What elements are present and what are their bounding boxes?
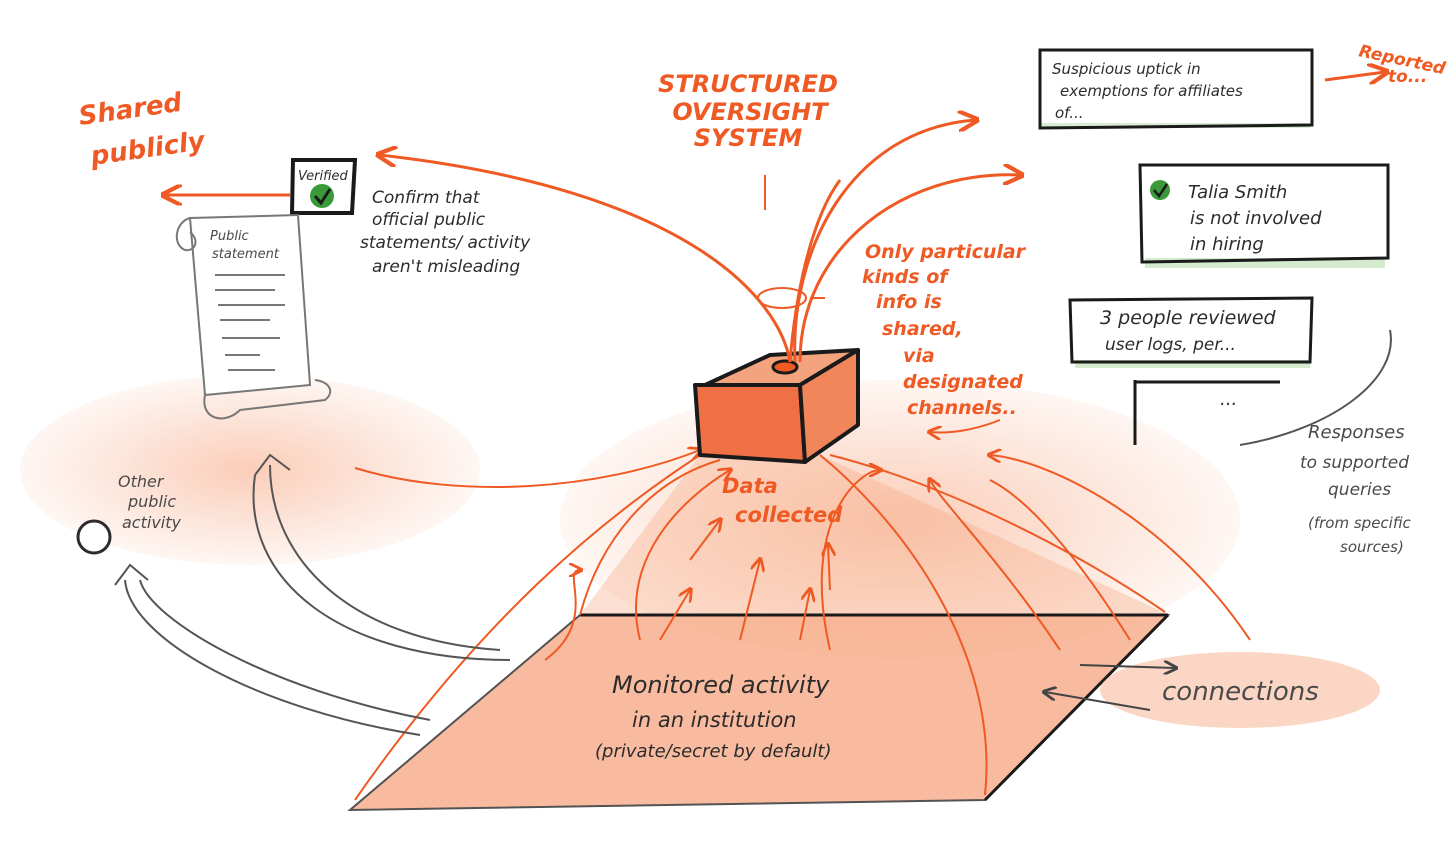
card2-line-1: Talia Smith: [1188, 182, 1287, 203]
checkmark-icon: [310, 184, 334, 208]
connections: connections: [1045, 652, 1380, 728]
collection-lines: [354, 450, 1251, 801]
confirm-line-3: statements/ activity: [360, 233, 531, 253]
title-line-3: SYSTEM: [694, 124, 803, 152]
response-card-3: 3 people reviewed user logs, per...: [1068, 296, 1314, 368]
circle-icon: [76, 519, 112, 555]
statement-line-1: Public: [210, 229, 249, 244]
responses-line-2: to supported: [1300, 453, 1409, 473]
institution-line-3: (private/secret by default): [595, 741, 832, 762]
info-note: Only particular kinds of info is shared,…: [862, 241, 1027, 433]
grey-arrows: [114, 329, 1392, 736]
responses-note: Responses to supported queries (from spe…: [1300, 422, 1412, 556]
reported-to: Reported to...: [1357, 41, 1448, 87]
verified-label: Verified: [298, 169, 348, 184]
title-line-2: OVERSIGHT: [672, 98, 829, 126]
card2-line-2: is not involved: [1190, 208, 1322, 229]
verified-badge: Verified: [289, 158, 358, 215]
data-collected-line-2: collected: [735, 503, 843, 527]
response-card-4: ...: [1133, 380, 1280, 445]
data-collected-line-1: Data: [722, 474, 778, 498]
other-line-1: Other: [118, 472, 165, 491]
info-line-1: Only particular: [865, 241, 1027, 263]
statement-line-2: statement: [212, 247, 280, 262]
card4-ellipsis: ...: [1220, 389, 1237, 410]
data-collected: Data collected: [722, 474, 843, 527]
card3-line-1: 3 people reviewed: [1100, 307, 1277, 329]
responses-line-1: Responses: [1308, 422, 1405, 443]
card2-line-3: in hiring: [1190, 234, 1264, 255]
card1-line-3: of...: [1055, 104, 1084, 122]
output-streams: [380, 120, 1020, 363]
responses-line-4: (from specific: [1308, 514, 1412, 532]
reported-line-2: to...: [1388, 67, 1427, 87]
other-public-activity: Other public activity: [76, 472, 182, 555]
connections-label: connections: [1162, 677, 1319, 707]
response-card-2: Talia Smith is not involved in hiring: [1138, 163, 1390, 268]
institution-line-2: in an institution: [632, 708, 797, 732]
other-line-2: public: [127, 492, 176, 511]
info-line-4: shared,: [882, 318, 963, 340]
institution-plane: [347, 613, 1171, 812]
title: STRUCTURED OVERSIGHT SYSTEM: [658, 70, 838, 152]
response-card-1: Suspicious uptick in exemptions for affi…: [1038, 48, 1385, 130]
card1-line-2: exemptions for affiliates: [1060, 82, 1243, 100]
info-line-7: channels..: [907, 397, 1017, 419]
shared-publicly: Shared publicly: [77, 88, 290, 195]
title-line-1: STRUCTURED: [658, 70, 838, 98]
other-line-3: activity: [122, 513, 182, 532]
confirm-line-1: Confirm that: [372, 188, 481, 208]
info-line-3: info is: [876, 291, 942, 313]
institution-label: Monitored activity in an institution (pr…: [595, 671, 832, 762]
box-icon: [693, 348, 860, 464]
confirm-line-2: official public: [372, 210, 486, 230]
responses-line-5: sources): [1340, 538, 1404, 556]
check-icon: [1150, 180, 1170, 200]
confirm-note: Confirm that official public statements/…: [360, 188, 531, 277]
card1-line-1: Suspicious uptick in: [1052, 60, 1201, 78]
info-line-5: via: [903, 345, 935, 367]
confirm-line-4: aren't misleading: [372, 257, 520, 277]
institution-line-1: Monitored activity: [612, 671, 830, 699]
shared-label-2: publicly: [88, 126, 208, 172]
shared-label-1: Shared: [77, 88, 184, 132]
info-line-2: kinds of: [862, 266, 950, 288]
info-line-6: designated: [903, 371, 1023, 393]
card3-line-2: user logs, per...: [1105, 335, 1236, 355]
responses-line-3: queries: [1328, 480, 1391, 500]
scroll-icon: Public statement: [175, 213, 332, 420]
